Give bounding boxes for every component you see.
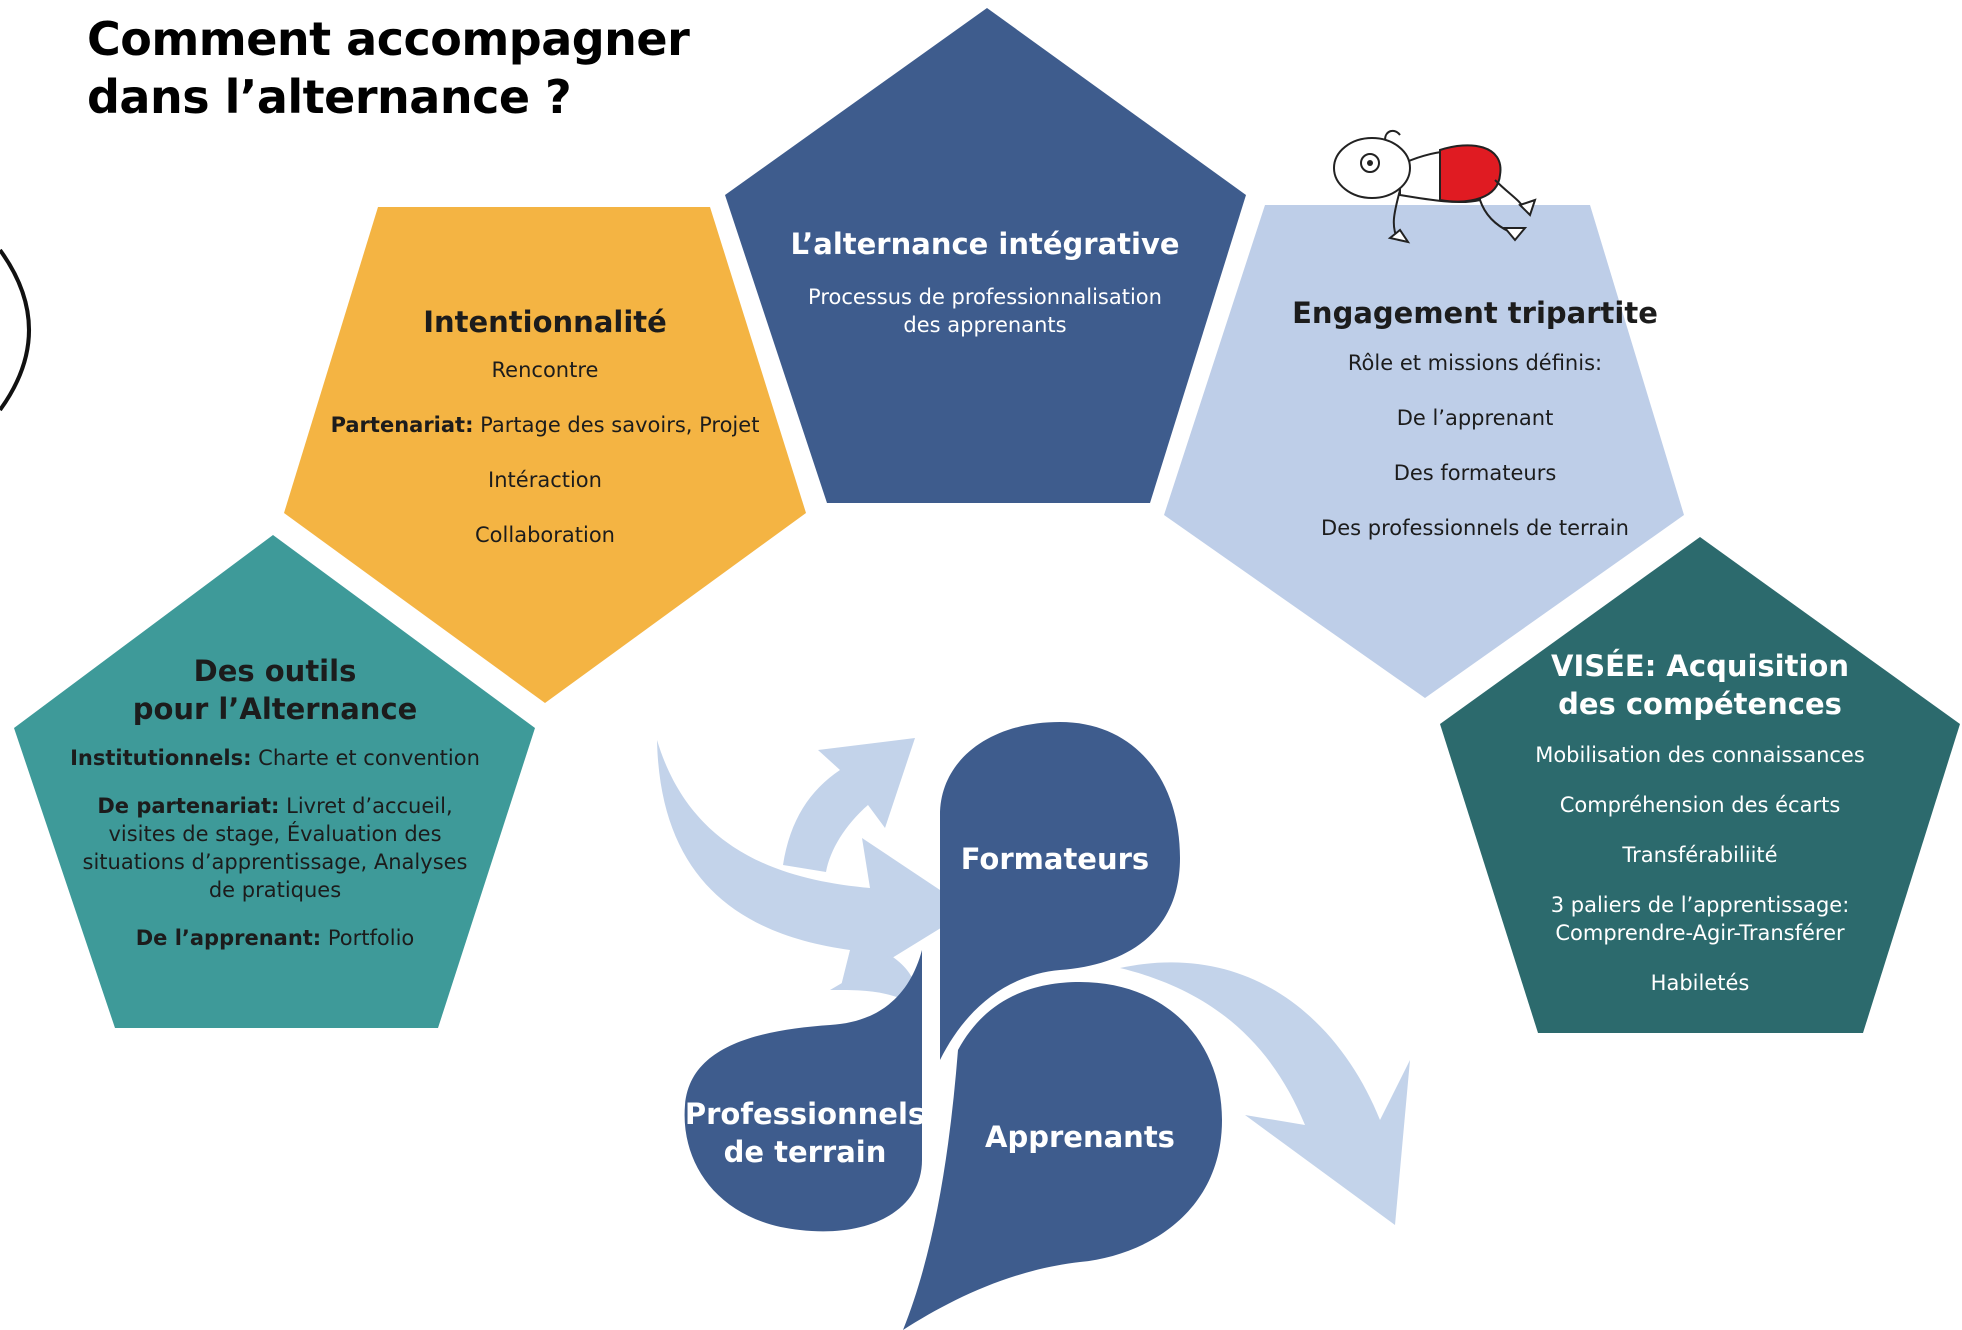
engagement-item: Des professionnels de terrain (1321, 516, 1629, 540)
engagement-block: Engagement tripartite Rôle et missions d… (1230, 296, 1720, 570)
petal-apprenants-label: Apprenants (985, 1120, 1175, 1154)
petal-professionnels (684, 950, 922, 1232)
pentagon-visee (1440, 537, 1960, 1033)
engagement-item: Rôle et missions définis: (1347, 351, 1603, 375)
pentagon-intentionnalite (284, 207, 806, 703)
pentagon-outils (14, 535, 535, 1028)
intentionnalite-block: Intentionnalité Rencontre Partenariat: P… (300, 305, 790, 577)
page-title-line1: Comment accompagner (87, 12, 690, 66)
visee-item: Mobilisation des connaissances (1535, 743, 1865, 767)
arrow-lower-left (830, 955, 915, 1000)
intentionnalite-item: Intéraction (488, 468, 602, 492)
petal-formateurs-label: Formateurs (960, 842, 1150, 876)
arrow-top-curved (783, 738, 915, 872)
visee-item: Transférabiliité (1622, 843, 1778, 867)
engagement-item: De l’apprenant (1396, 406, 1554, 430)
pentagon-integrative (725, 8, 1246, 503)
visee-item: Compréhension des écarts (1559, 793, 1841, 817)
petal-formateurs (940, 722, 1180, 1060)
integrative-title: L’alternance intégrative (790, 227, 1180, 261)
engagement-item: Des formateurs (1393, 461, 1557, 485)
intentionnalite-item: Partenariat: Partage des savoirs, Projet (330, 413, 760, 437)
outils-item: Institutionnels: Charte et convention (70, 746, 480, 770)
pentagon-engagement (1164, 205, 1684, 698)
pill-mascot-illustration (1333, 129, 1537, 244)
intentionnalite-title: Intentionnalité (423, 305, 667, 339)
visee-item: Habiletés (1650, 971, 1750, 995)
arrow-left-curved (657, 740, 970, 990)
page-title-line2: dans l’alternance ? (87, 70, 572, 124)
intentionnalite-item: Collaboration (475, 523, 615, 547)
edge-arc-decoration (0, 248, 31, 412)
engagement-title: Engagement tripartite (1292, 296, 1658, 330)
arrow-right-curved (1120, 962, 1410, 1225)
outils-block: Des outils pour l’Alternance Institution… (40, 652, 510, 972)
outils-title: Des outils pour l’Alternance (132, 654, 418, 726)
outils-item: De partenariat: Livret d’accueil, visite… (82, 794, 468, 902)
outils-item: De l’apprenant: Portfolio (135, 926, 415, 950)
page-title: Comment accompagner dans l’alternance ? (87, 10, 690, 126)
petal-apprenants (903, 982, 1222, 1330)
visee-title: VISÉE: Acquisition des compétences (1551, 649, 1849, 721)
integrative-block: L’alternance intégrative Processus de pr… (760, 227, 1210, 339)
petal-professionnels-label: Professionnels de terrain (684, 1097, 926, 1169)
intentionnalite-item: Rencontre (491, 358, 599, 382)
integrative-subtitle: Processus de professionnalisation des ap… (808, 285, 1162, 337)
visee-item: 3 paliers de l’apprentissage: Comprendre… (1550, 893, 1850, 945)
visee-block: VISÉE: Acquisition des compétences Mobil… (1480, 647, 1920, 1019)
